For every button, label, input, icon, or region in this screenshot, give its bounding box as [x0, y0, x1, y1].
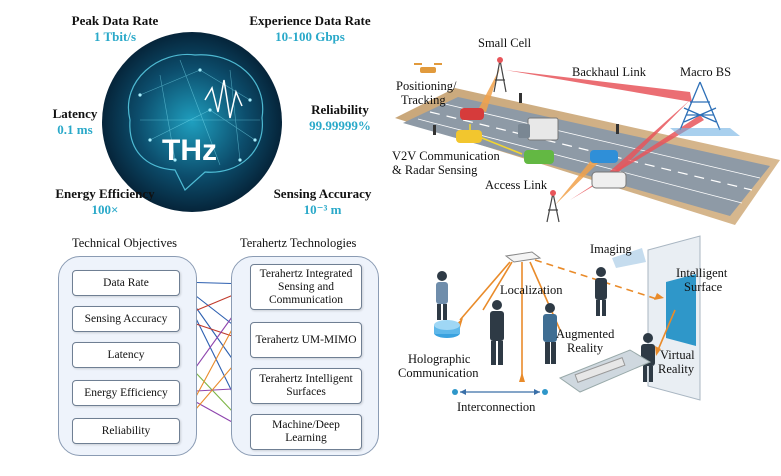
kpi-name: Reliability: [311, 102, 369, 117]
tech-machine-deep-learning: Machine/Deep Learning: [250, 414, 362, 450]
kpi-value: 100×: [91, 202, 119, 217]
macro-bs-label: Macro BS: [680, 65, 732, 79]
kpi-name: Experience Data Rate: [249, 13, 371, 28]
localization-label: Localization: [500, 283, 563, 297]
holographic-communication-label-line2: Communication: [398, 366, 479, 380]
kpi-name: Latency: [52, 106, 98, 121]
small-cell-label: Small Cell: [478, 36, 532, 50]
kpi-reliability: Reliability 99.99999%: [300, 102, 380, 134]
tech-um-mimo: Terahertz UM-MIMO: [250, 322, 362, 358]
brain-label: THz: [162, 134, 217, 167]
objective-sensing-accuracy: Sensing Accuracy: [72, 306, 180, 332]
tech-intelligent-surfaces: Terahertz Intelligent Surfaces: [250, 368, 362, 404]
v2v-label-line1: V2V Communication: [392, 149, 500, 163]
augmented-reality-label-line1: Augmented: [556, 327, 615, 341]
kpi-latency: Latency 0.1 ms: [45, 106, 105, 138]
access-link-label: Access Link: [485, 178, 548, 192]
virtual-reality-label-line2: Reality: [658, 362, 695, 376]
kpi-value: 10⁻³ m: [303, 202, 342, 217]
tech-isac: Terahertz Integrated Sensing and Communi…: [250, 264, 362, 310]
holographic-communication-label-line1: Holographic: [408, 352, 471, 366]
kpi-energy-efficiency: Energy Efficiency 100×: [40, 186, 170, 218]
virtual-reality-label-line1: Virtual: [660, 348, 695, 362]
terahertz-technologies-title: Terahertz Technologies: [240, 236, 357, 250]
kpi-peak-data-rate: Peak Data Rate 1 Tbit/s: [55, 13, 175, 45]
thz-brain-graphic: [102, 32, 282, 212]
augmented-reality-label-line2: Reality: [567, 341, 604, 355]
kpi-value: 0.1 ms: [57, 122, 93, 137]
kpi-value: 99.99999%: [309, 118, 371, 133]
kpi-name: Sensing Accuracy: [273, 186, 372, 201]
interconnection-label: Interconnection: [457, 400, 536, 414]
intelligent-surface-label-line2: Surface: [684, 280, 723, 294]
positioning-label: Positioning/: [396, 79, 457, 93]
kpi-sensing-accuracy: Sensing Accuracy 10⁻³ m: [265, 186, 380, 218]
objective-reliability: Reliability: [72, 418, 180, 444]
v2v-label-line2: & Radar Sensing: [392, 163, 478, 177]
objective-data-rate: Data Rate: [72, 270, 180, 296]
objective-latency: Latency: [72, 342, 180, 368]
kpi-name: Energy Efficiency: [55, 186, 155, 201]
kpi-value: 10-100 Gbps: [275, 29, 345, 44]
objective-energy-efficiency: Energy Efficiency: [72, 380, 180, 406]
kpi-value: 1 Tbit/s: [93, 29, 137, 44]
backhaul-link-label: Backhaul Link: [572, 65, 646, 79]
kpi-experience-data-rate: Experience Data Rate 10-100 Gbps: [235, 13, 385, 45]
tracking-label: Tracking: [401, 93, 446, 107]
kpi-name: Peak Data Rate: [71, 13, 159, 28]
technical-objectives-title: Technical Objectives: [72, 236, 177, 250]
application-scene: [434, 235, 701, 401]
imaging-label: Imaging: [590, 242, 632, 256]
vehicular-scene: [395, 57, 780, 225]
intelligent-surface-label-line1: Intelligent: [676, 266, 728, 280]
